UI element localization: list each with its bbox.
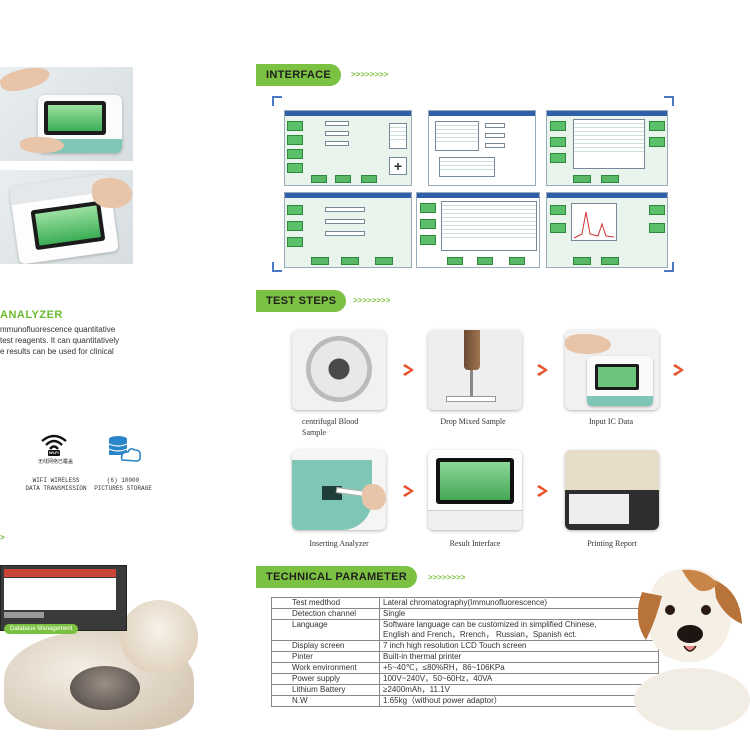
interface-panel-settings: + [284, 110, 412, 186]
step-image-print [565, 450, 659, 530]
interface-panel-curve [546, 192, 668, 268]
step-arrow-icon [673, 364, 684, 376]
table-row: Lithium Battery≥2400mAh，11.1V [271, 684, 659, 696]
wifi-badge-text: Wi-Fi [49, 450, 59, 455]
interface-title: INTERFACE [266, 69, 332, 81]
step-caption-2: Drop Mixed Sample [440, 417, 506, 426]
step-caption-4: Inserting Analyzer [309, 539, 369, 548]
interface-panel-input [428, 110, 536, 186]
step-caption-5: Result Interface [449, 539, 501, 548]
cloud-storage-icon [108, 436, 141, 462]
step-arrow-icon [537, 485, 548, 497]
analyzer-description: mmunofluorescence quantitative test reag… [0, 325, 120, 356]
test-steps-title: TEST STEPS [266, 295, 337, 307]
step-arrow-icon [403, 364, 414, 376]
step-image-result [428, 450, 522, 530]
technical-chevrons: >>>>>>>> [428, 573, 466, 582]
hand-illustration [0, 67, 52, 96]
database-label: Database Management [4, 624, 79, 634]
interface-header: INTERFACE [256, 64, 342, 86]
pets-photo [0, 560, 200, 735]
step-image-centrifuge [292, 330, 386, 410]
wifi-small-text: 无线网络已覆盖 [38, 459, 74, 465]
technical-title: TECHNICAL PARAMETER [266, 571, 407, 583]
step-caption-1: centrifugal Blood Sample [302, 417, 359, 437]
wifi-caption: WIFI WIRELESS DATA TRANSMISSION [25, 477, 87, 492]
interface-screenshots: + [276, 98, 670, 270]
interface-chevrons: >>>>>>>> [351, 70, 389, 79]
step-arrow-icon [537, 364, 548, 376]
bracket-top-right [664, 96, 674, 106]
database-screenshot [0, 565, 127, 631]
step-image-ic-card [565, 330, 659, 410]
wifi-icon [41, 434, 67, 456]
step-image-pipette [428, 330, 522, 410]
bracket-bottom-left [272, 262, 282, 272]
interface-panel-result [284, 192, 412, 268]
step-caption-3: Input IC Data [589, 417, 633, 426]
test-steps-header: TEST STEPS [256, 290, 347, 312]
table-row: Work environment+5~40℃，≤80%RH，86~106KPa [271, 662, 659, 674]
interface-panel-records [416, 192, 540, 268]
step-arrow-icon [403, 485, 414, 497]
analyzer-title: ANALYZER [0, 309, 63, 321]
step-caption-6: Printing Report [587, 539, 637, 548]
puppy-illustration [634, 568, 750, 730]
analyzer-photo-top [0, 67, 133, 161]
bracket-bottom-right [664, 262, 674, 272]
storage-caption: (6) 10000 PICTURES STORAGE [94, 477, 152, 492]
interface-panel-list [546, 110, 668, 186]
analyzer-photo-bottom [0, 170, 133, 264]
step-image-insert [292, 450, 386, 530]
test-steps-chevrons: >>>>>>>> [353, 296, 391, 305]
technical-header: TECHNICAL PARAMETER [256, 566, 417, 588]
left-arrow-mark: > [0, 533, 5, 542]
bracket-top-left [272, 96, 282, 106]
